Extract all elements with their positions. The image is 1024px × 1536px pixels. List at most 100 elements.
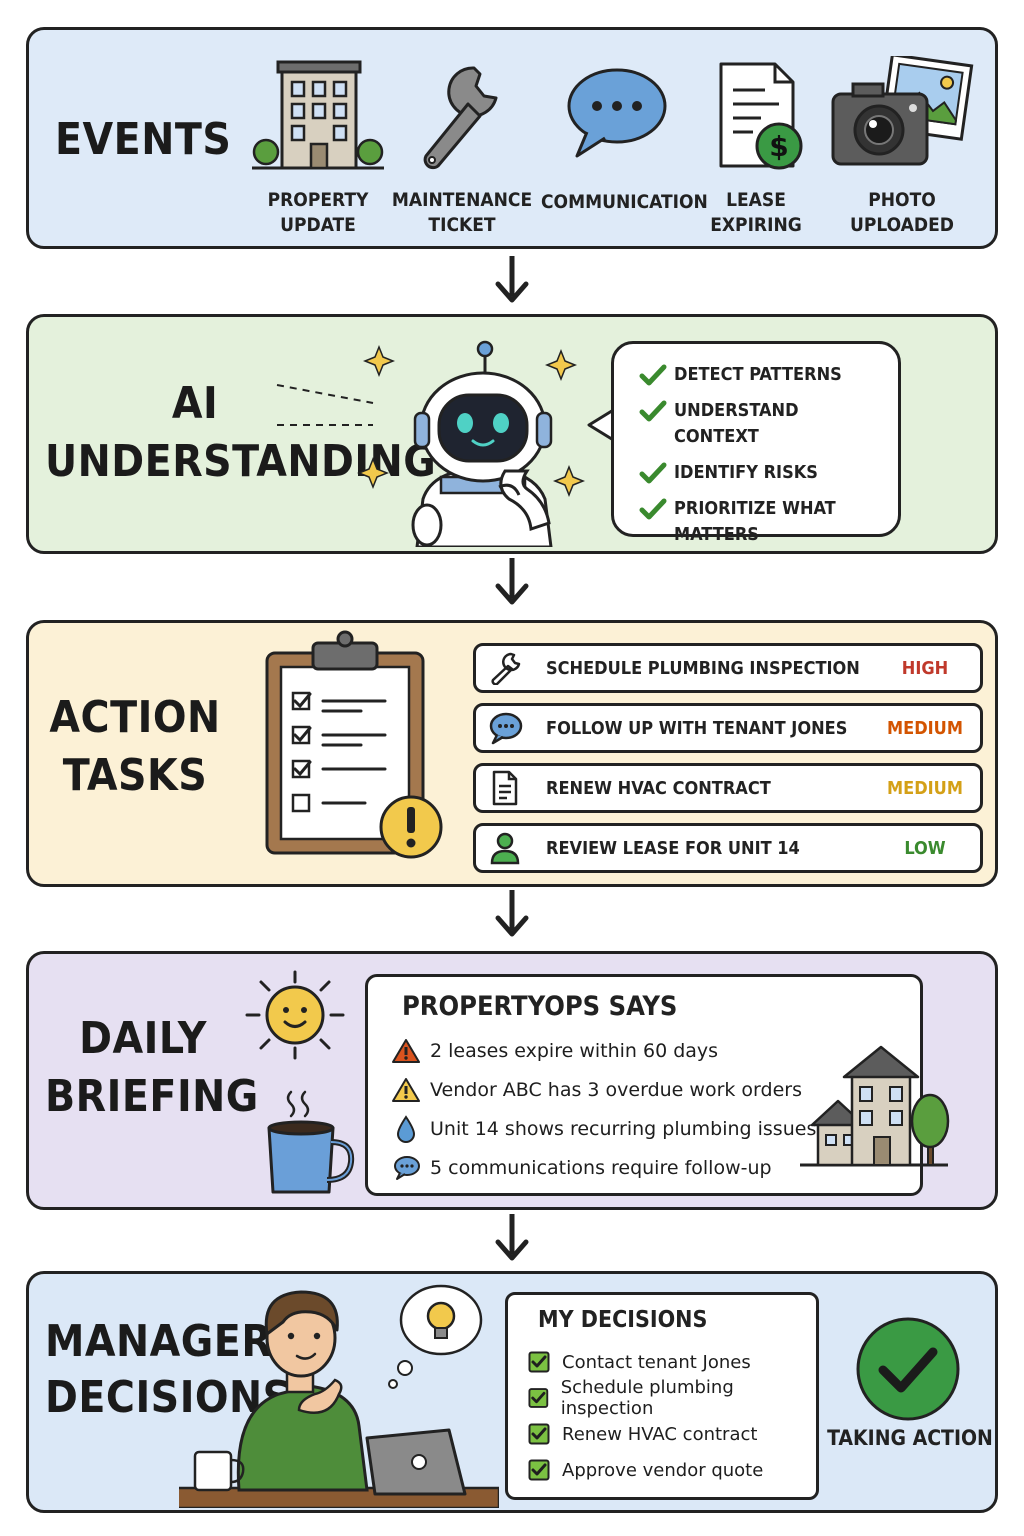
task-row[interactable]: RENEW HVAC CONTRACT MEDIUM — [473, 763, 983, 813]
arrow-down-icon — [495, 1214, 529, 1261]
event-communication: COMMUNICATION — [541, 52, 708, 215]
task-name: FOLLOW UP WITH TENANT JONES — [546, 717, 848, 739]
decision-label: Renew HVAC contract — [562, 1423, 758, 1445]
capability-item: UNDERSTAND CONTEXT — [638, 398, 882, 450]
big-check-icon — [856, 1317, 960, 1421]
capability-item: IDENTIFY RISKS — [638, 460, 882, 486]
event-label-line: UPDATE — [280, 214, 356, 236]
capability-item: PRIORITIZE WHAT MATTERS — [638, 496, 882, 548]
event-maintenance-ticket: MAINTENANCE TICKET — [387, 52, 537, 238]
action-tasks-panel: ACTION TASKS SCHEDULE PLUMBING INSPECTIO… — [26, 620, 998, 887]
briefing-text: Unit 14 shows recurring plumbing issues — [430, 1118, 817, 1140]
task-priority: MEDIUM — [887, 777, 963, 799]
briefing-title-line: BRIEFING — [45, 1071, 259, 1122]
manager-decisions-panel: MANAGER DECISIONS MY DECISIONS Contact t… — [26, 1271, 998, 1513]
water-drop-icon — [396, 1115, 416, 1143]
ai-understanding-panel: AI UNDERSTANDING — [26, 314, 998, 554]
ai-title-line: AI — [171, 378, 219, 429]
checkbox-checked-icon[interactable] — [528, 1387, 549, 1409]
check-icon — [639, 498, 667, 520]
check-icon — [639, 364, 667, 386]
task-row[interactable]: REVIEW LEASE FOR UNIT 14 LOW — [473, 823, 983, 873]
capability-label: PRIORITIZE WHAT MATTERS — [674, 498, 836, 545]
lease-document-icon: $ — [719, 62, 803, 170]
checkbox-checked-icon[interactable] — [528, 1423, 550, 1445]
events-panel: EVENTS PROPERTY UPDATE — [26, 27, 998, 249]
capability-label: UNDERSTAND CONTEXT — [674, 400, 799, 447]
capability-label: IDENTIFY RISKS — [674, 462, 818, 483]
event-label-line: LEASE — [726, 189, 786, 211]
event-label-line: PROPERTY — [267, 189, 369, 211]
warning-red-icon — [392, 1039, 420, 1063]
briefing-title: DAILY BRIEFING — [45, 1010, 259, 1126]
decision-label: Schedule plumbing inspection — [560, 1377, 734, 1419]
my-decisions-card: MY DECISIONS Contact tenant Jones Schedu… — [505, 1292, 819, 1500]
arrow-down-icon — [495, 256, 529, 303]
briefing-text: Vendor ABC has 3 overdue work orders — [430, 1079, 802, 1101]
task-name: REVIEW LEASE FOR UNIT 14 — [546, 837, 800, 859]
decision-item[interactable]: Contact tenant Jones — [528, 1347, 751, 1377]
wrench-icon — [423, 66, 498, 170]
event-label-line: COMMUNICATION — [541, 191, 708, 213]
briefing-item[interactable]: Unit 14 shows recurring plumbing issues — [388, 1111, 816, 1147]
task-name: RENEW HVAC CONTRACT — [546, 777, 771, 799]
coffee-mug-icon — [267, 1090, 355, 1194]
events-title: EVENTS — [55, 112, 231, 167]
event-label-line: EXPIRING — [710, 214, 802, 236]
chat-bubble-icon — [567, 68, 667, 158]
decisions-card-title: MY DECISIONS — [538, 1307, 708, 1333]
capability-item: DETECT PATTERNS — [638, 362, 882, 388]
sun-icon — [245, 970, 345, 1060]
event-lease-expiring: $ LEASE EXPIRING — [681, 52, 831, 238]
manager-person-icon — [179, 1284, 499, 1508]
briefing-card-title: PROPERTYOPS SAYS — [402, 991, 678, 1022]
checkbox-checked-icon[interactable] — [528, 1459, 550, 1481]
person-icon — [490, 832, 520, 865]
check-icon — [639, 462, 667, 484]
briefing-text: 5 communications require follow-up — [430, 1157, 772, 1179]
wrench-icon — [491, 652, 521, 685]
event-label-line: TICKET — [428, 214, 496, 236]
check-icon — [639, 400, 667, 422]
warning-yellow-icon — [392, 1078, 420, 1102]
tasks-title-line: ACTION — [49, 692, 221, 743]
task-priority: LOW — [904, 837, 946, 859]
event-property-update: PROPERTY UPDATE — [243, 52, 393, 238]
decision-label: Contact tenant Jones — [562, 1351, 751, 1373]
arrow-down-icon — [495, 558, 529, 605]
decision-item[interactable]: Approve vendor quote — [528, 1455, 763, 1485]
tasks-title: ACTION TASKS — [45, 689, 225, 805]
briefing-item[interactable]: Vendor ABC has 3 overdue work orders — [388, 1072, 802, 1108]
event-label-line: PHOTO — [868, 189, 936, 211]
task-priority: MEDIUM — [887, 717, 963, 739]
ai-capabilities-bubble: DETECT PATTERNS UNDERSTAND CONTEXT IDENT… — [611, 341, 901, 545]
briefing-title-line: DAILY — [79, 1013, 207, 1064]
chat-bubble-icon — [489, 712, 523, 745]
house-icon — [800, 1045, 950, 1167]
task-name: SCHEDULE PLUMBING INSPECTION — [546, 657, 860, 679]
task-row[interactable]: FOLLOW UP WITH TENANT JONES MEDIUM — [473, 703, 983, 753]
event-label-line: MAINTENANCE — [391, 189, 533, 211]
briefing-item[interactable]: 5 communications require follow-up — [388, 1150, 772, 1186]
chat-bubble-icon — [394, 1156, 420, 1180]
briefing-text: 2 leases expire within 60 days — [430, 1040, 719, 1062]
event-photo-uploaded: PHOTO UPLOADED — [827, 52, 977, 238]
checkbox-checked-icon[interactable] — [528, 1351, 550, 1373]
taking-action-label: TAKING ACTION — [827, 1426, 993, 1450]
arrow-down-icon — [495, 890, 529, 937]
decision-label: Approve vendor quote — [562, 1459, 764, 1481]
task-row[interactable]: SCHEDULE PLUMBING INSPECTION HIGH — [473, 643, 983, 693]
manager-title-line: MANAGER — [45, 1316, 273, 1367]
event-label-line: UPLOADED — [850, 214, 954, 236]
events-title-line: EVENTS — [55, 114, 232, 165]
decision-item[interactable]: Schedule plumbing inspection — [528, 1377, 816, 1419]
capability-label: DETECT PATTERNS — [674, 364, 842, 385]
briefing-item[interactable]: 2 leases expire within 60 days — [388, 1033, 718, 1069]
building-icon — [252, 60, 384, 170]
tasks-title-line: TASKS — [62, 750, 208, 801]
robot-icon — [276, 340, 586, 547]
decision-item[interactable]: Renew HVAC contract — [528, 1419, 757, 1449]
document-icon — [492, 770, 518, 806]
svg-text:$: $ — [769, 130, 788, 163]
daily-briefing-panel: DAILY BRIEFING PROPERTYOPS SAYS 2 leases… — [26, 951, 998, 1210]
